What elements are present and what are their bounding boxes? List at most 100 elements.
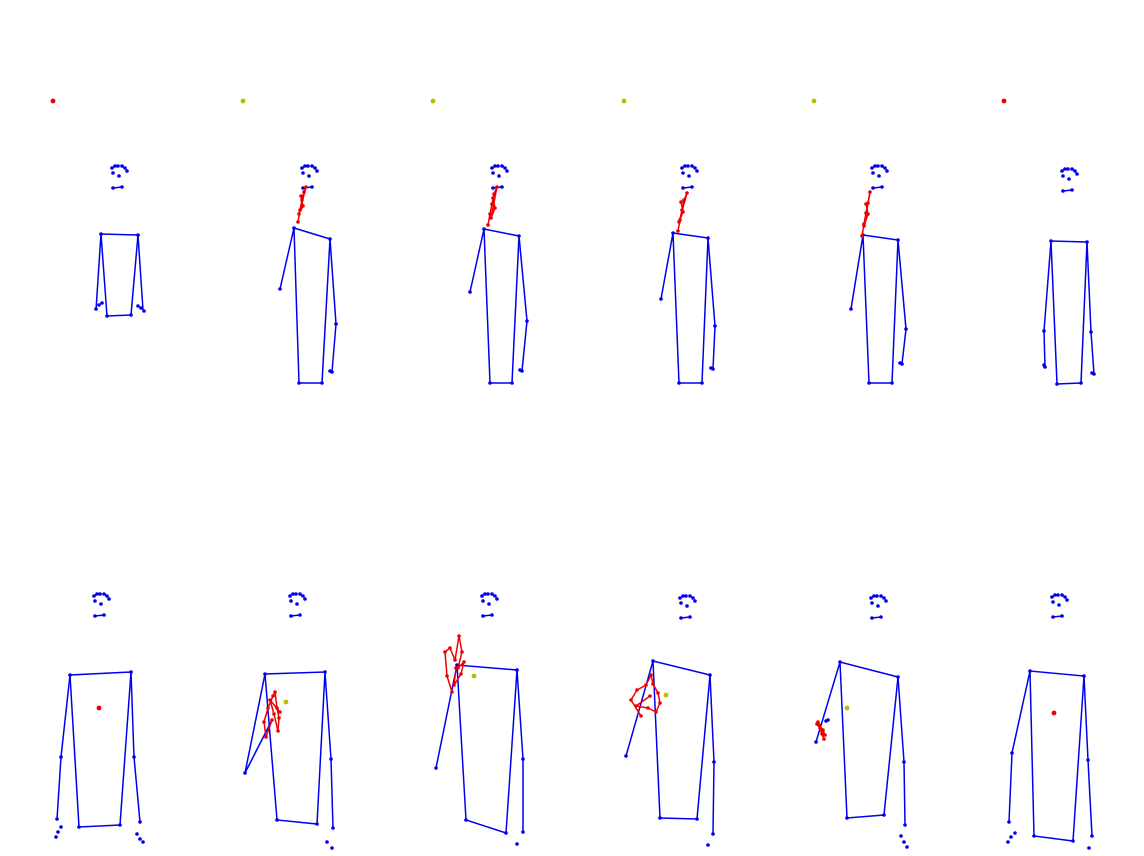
body-keypoint — [904, 327, 908, 331]
frame-indicator-dot — [663, 692, 669, 698]
face-landmark — [295, 602, 299, 606]
pose-frame-top-2 — [278, 164, 338, 385]
hand-keypoint — [681, 210, 685, 214]
eyebrow-line — [299, 593, 304, 597]
hand-keypoint — [868, 190, 872, 194]
hand-bone — [460, 661, 465, 675]
eyebrow-line — [121, 165, 126, 169]
face-landmark — [870, 601, 874, 605]
hand-keypoint — [271, 694, 275, 698]
torso-line — [862, 234, 899, 384]
torso-line — [672, 232, 709, 384]
face-landmark — [1051, 600, 1055, 604]
body-keypoint — [142, 309, 146, 313]
face-landmark — [1067, 177, 1071, 181]
hand-keypoint — [649, 673, 653, 677]
body-keypoint — [323, 670, 327, 674]
frame-indicator-dot — [1001, 98, 1007, 104]
hand-keypoint — [296, 220, 300, 224]
eyebrow-line — [481, 593, 488, 597]
body-keypoint — [329, 757, 333, 761]
pose-frame-bottom-3 — [434, 592, 525, 846]
hand-bone — [273, 713, 279, 732]
torso-line — [69, 671, 132, 828]
body-keypoint — [59, 825, 63, 829]
arm-line — [1043, 240, 1095, 375]
torso-line — [1050, 240, 1088, 385]
body-keypoint — [659, 297, 663, 301]
hand-bone — [453, 667, 457, 686]
eyebrow-line — [301, 165, 308, 169]
hand-keypoint — [270, 718, 274, 722]
hand-bone — [457, 651, 463, 669]
hand-keypoint — [490, 202, 494, 206]
mouth-landmark — [301, 186, 305, 190]
mouth-landmark — [111, 186, 115, 190]
mouth-landmark — [490, 613, 494, 617]
eyebrow-line — [871, 165, 878, 169]
hand-keypoint — [300, 198, 304, 202]
body-keypoint — [658, 816, 662, 820]
body-keypoint — [525, 319, 529, 323]
hand-keypoint — [651, 682, 655, 686]
body-keypoint — [713, 324, 717, 328]
body-keypoint — [651, 659, 655, 663]
torso-line — [456, 664, 518, 835]
body-keypoint — [328, 237, 332, 241]
hand-keypoint — [491, 196, 495, 200]
face-landmark — [1075, 172, 1079, 176]
mouth-landmark — [880, 185, 884, 189]
hand-keypoint — [862, 224, 866, 228]
hand-bone — [454, 635, 460, 661]
body-keypoint — [464, 818, 468, 822]
eyebrow-line — [93, 593, 100, 597]
hand-bone — [265, 719, 273, 738]
mouth-landmark — [93, 614, 97, 618]
eyebrow-line — [691, 165, 696, 169]
face-landmark — [99, 602, 103, 606]
hand-keypoint — [272, 712, 276, 716]
body-keypoint — [671, 231, 675, 235]
body-keypoint — [867, 381, 871, 385]
hand-keypoint — [629, 698, 633, 702]
body-keypoint — [1009, 835, 1013, 839]
body-keypoint — [59, 755, 63, 759]
body-keypoint — [706, 236, 710, 240]
torso-line — [839, 661, 899, 819]
body-keypoint — [899, 834, 903, 838]
hand-keypoint — [488, 212, 492, 216]
hand-keypoint — [821, 728, 825, 732]
frame-indicator-dot — [844, 705, 850, 711]
hand-keypoint — [486, 223, 490, 227]
body-keypoint — [1089, 330, 1093, 334]
eyebrow-line — [111, 165, 118, 169]
pose-frame-bottom-2 — [243, 592, 335, 850]
eyebrow-line — [679, 595, 686, 599]
body-keypoint — [138, 837, 142, 841]
frame-indicator-dot — [50, 98, 56, 104]
body-keypoint — [275, 818, 279, 822]
arm-line — [1008, 670, 1093, 837]
hand-keypoint — [273, 690, 277, 694]
body-keypoint — [1086, 758, 1090, 762]
face-landmark — [307, 174, 311, 178]
face-landmark — [685, 604, 689, 608]
hand-keypoint — [658, 701, 662, 705]
hand-keypoint — [493, 206, 497, 210]
mouth-landmark — [870, 616, 874, 620]
body-keypoint — [1090, 371, 1094, 375]
pose-frame-bottom-1 — [54, 592, 145, 844]
body-keypoint — [1032, 834, 1036, 838]
hand-keypoint — [298, 208, 302, 212]
pose-frame-top-1 — [94, 164, 146, 318]
frame-indicator-dot — [1051, 710, 1057, 716]
body-keypoint — [882, 813, 886, 817]
hand-keypoint — [492, 192, 496, 196]
hand-keypoint — [648, 694, 652, 698]
hand-keypoint — [304, 185, 308, 189]
body-keypoint — [896, 675, 900, 679]
hand-keypoint — [301, 204, 305, 208]
face-landmark — [487, 602, 491, 606]
body-keypoint — [139, 306, 143, 310]
torso-line — [483, 228, 520, 384]
